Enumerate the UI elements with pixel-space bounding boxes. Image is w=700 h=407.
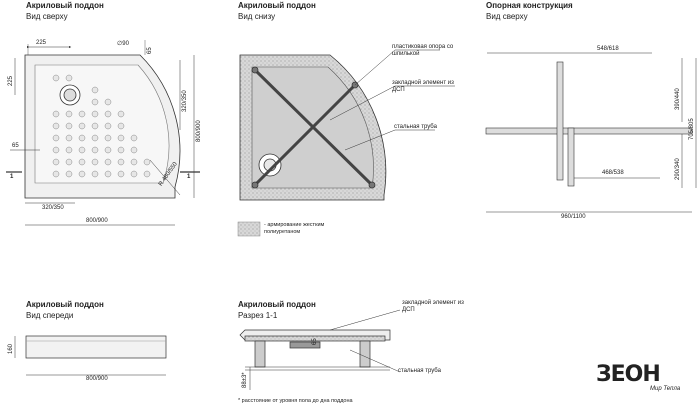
tray-bottom-view — [239, 49, 455, 201]
dim-top-320-350-v: 320/350 — [182, 90, 188, 112]
dim-top-800-900-h: 800/900 — [86, 218, 108, 224]
front-view-title: Акриловый поддон — [26, 300, 104, 309]
anti-slip-dot — [130, 170, 138, 178]
anti-slip-dot — [143, 158, 151, 166]
dim-top-800-900-v: 800/900 — [196, 120, 202, 142]
anti-slip-dot — [52, 158, 60, 166]
anti-slip-dot — [117, 110, 125, 118]
anti-slip-dot — [91, 122, 99, 130]
anti-slip-dot — [104, 110, 112, 118]
footnote: * расстояние от уровня пола до дна поддо… — [238, 398, 353, 404]
dim-frame-390-440: 390/440 — [675, 88, 681, 110]
anti-slip-dot — [91, 170, 99, 178]
top-view-title: Акриловый поддон — [26, 1, 104, 10]
anti-slip-dot — [65, 74, 73, 82]
anti-slip-dot — [91, 86, 99, 94]
dim-frame-468-538: 468/538 — [602, 170, 624, 176]
anti-slip-dot — [52, 134, 60, 142]
anti-slip-dot — [91, 158, 99, 166]
anti-slip-dot — [104, 134, 112, 142]
anti-slip-dot — [78, 134, 86, 142]
bottom-view-title: Акриловый поддон — [238, 1, 316, 10]
anti-slip-dot — [65, 110, 73, 118]
section-view-title: Акриловый поддон — [238, 300, 316, 309]
frame-title: Опорная конструкция — [486, 1, 573, 10]
anti-slip-dot — [130, 134, 138, 142]
dim-top-320-350-h: 320/350 — [42, 205, 64, 211]
dim-top-65-h: 65 — [12, 143, 19, 149]
top-view-subtitle: Вид сверху — [26, 12, 68, 21]
anti-slip-dot — [78, 170, 86, 178]
anti-slip-dot — [52, 110, 60, 118]
dim-frame-548-618: 548/618 — [597, 46, 619, 52]
anti-slip-dot — [117, 170, 125, 178]
dim-frame-960-1100: 960/1100 — [561, 214, 586, 220]
callout-embedded-element: закладной элемент из ДСП — [392, 80, 454, 93]
section-view-subtitle: Разрез 1-1 — [238, 311, 278, 320]
legend-text: - армирование жестким полиуретаном — [264, 222, 325, 235]
anti-slip-dot — [52, 74, 60, 82]
tray-front-view — [14, 335, 167, 376]
anti-slip-dot — [143, 170, 151, 178]
anti-slip-dot — [91, 146, 99, 154]
anti-slip-dot — [104, 158, 112, 166]
anti-slip-dot — [104, 146, 112, 154]
bottom-view-subtitle: Вид снизу — [238, 12, 276, 21]
anti-slip-dot — [91, 134, 99, 142]
anti-slip-dot — [65, 122, 73, 130]
dim-section-65: 65 — [312, 338, 318, 345]
section-mark-right: 1 — [187, 174, 191, 180]
brand-tagline: Мир Тепла — [650, 386, 681, 392]
brand-logo: ЗЕОН — [596, 362, 661, 387]
anti-slip-dot — [130, 158, 138, 166]
dim-top-65-v: 65 — [147, 47, 153, 54]
anti-slip-dot — [91, 110, 99, 118]
frame-subtitle: Вид сверху — [486, 12, 528, 21]
dim-section-88: 88±3* — [242, 372, 248, 388]
anti-slip-dot — [117, 122, 125, 130]
anti-slip-dot — [52, 122, 60, 130]
section-mark-left: 1 — [10, 174, 14, 180]
dim-frame-705-805: 705/805 — [689, 118, 695, 140]
callout-section-steel-pipe: стальная труба — [398, 368, 441, 374]
legend-swatch — [237, 221, 261, 237]
callout-plastic-support: пластиковая опора со шпилькой — [392, 44, 454, 57]
anti-slip-dot — [65, 170, 73, 178]
anti-slip-dot — [104, 122, 112, 130]
callout-steel-pipe: стальная труба — [394, 124, 437, 130]
callout-section-embedded: закладной элемент из ДСП — [402, 300, 464, 313]
dim-frame-290-340: 290/340 — [675, 158, 681, 180]
front-view-subtitle: Вид спереди — [26, 311, 74, 320]
anti-slip-dot — [130, 146, 138, 154]
anti-slip-dot — [52, 146, 60, 154]
anti-slip-dot — [78, 158, 86, 166]
tray-top-view — [6, 40, 200, 226]
anti-slip-dot — [91, 98, 99, 106]
anti-slip-dot — [117, 134, 125, 142]
dim-front-800-900: 800/900 — [86, 376, 108, 382]
anti-slip-dot — [117, 158, 125, 166]
anti-slip-dot — [104, 98, 112, 106]
anti-slip-dot — [65, 158, 73, 166]
anti-slip-dot — [117, 146, 125, 154]
anti-slip-dot — [78, 122, 86, 130]
dim-top-225-v: 225 — [8, 75, 14, 86]
anti-slip-dot — [78, 110, 86, 118]
anti-slip-dot — [52, 170, 60, 178]
dim-top-d90: ∅90 — [117, 41, 129, 47]
anti-slip-dot — [78, 146, 86, 154]
anti-slip-dot — [65, 146, 73, 154]
anti-slip-dot — [104, 170, 112, 178]
tray-section-view — [239, 309, 401, 390]
support-frame — [485, 52, 697, 213]
anti-slip-dot — [65, 134, 73, 142]
dim-front-160: 160 — [8, 343, 14, 354]
dim-top-225-h: 225 — [36, 40, 47, 46]
anti-slip-dots — [52, 74, 151, 178]
